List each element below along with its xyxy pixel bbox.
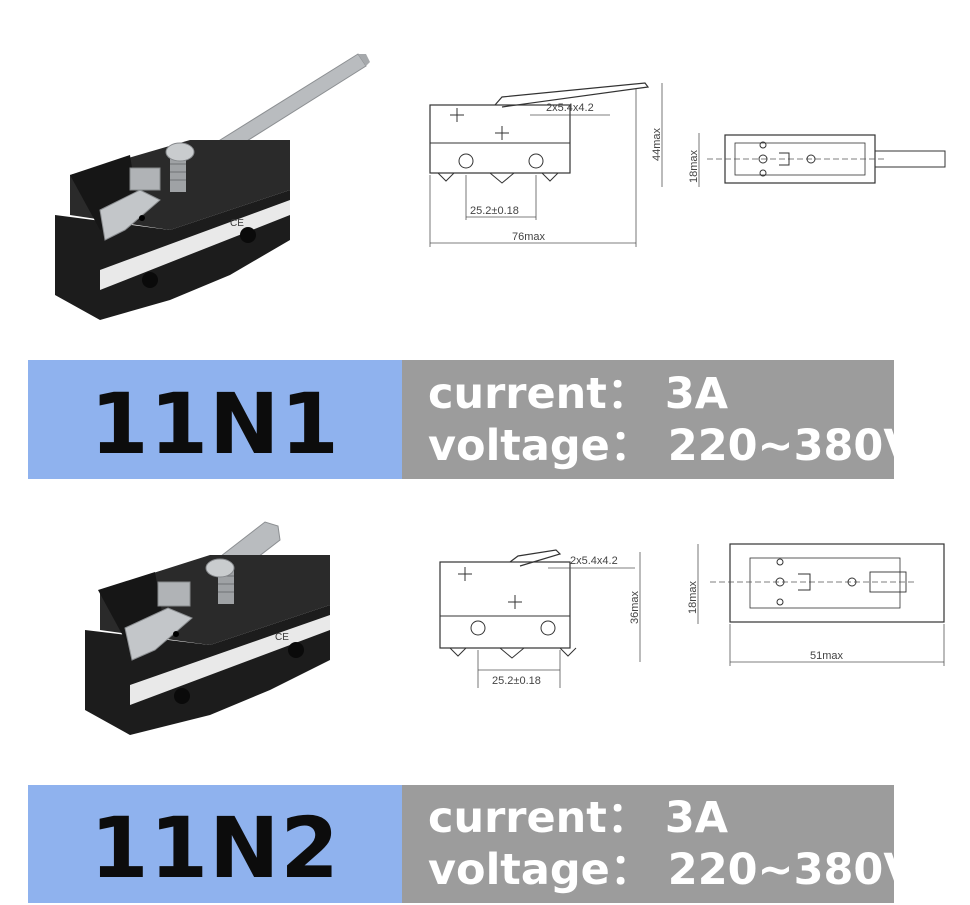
hole-dimension-label: 2x5.4x4.2 bbox=[546, 102, 594, 114]
dimension-drawing-side-view: 2x5.4x4.2 36max 25.2±0.18 bbox=[439, 549, 641, 688]
pitch-dimension-label: 25.2±0.18 bbox=[492, 675, 541, 687]
dimension-drawing-top-view: 18max 51max bbox=[687, 543, 945, 666]
hole-dimension-label: 2x5.4x4.2 bbox=[570, 555, 618, 567]
spec-box: current： 3A voltage： 220~380V bbox=[402, 360, 917, 479]
product-section-11n1: CE 2x5.4x4.2 44max 25.2±0.18 76max bbox=[28, 53, 946, 479]
spec-box: current： 3A voltage： 220~380V bbox=[402, 785, 917, 903]
dimension-drawing-top-view: 18max bbox=[688, 133, 946, 187]
voltage-rating: voltage： 220~380V bbox=[428, 845, 917, 895]
current-rating: current： 3A bbox=[428, 368, 729, 419]
height-dimension-label: 36max bbox=[629, 590, 641, 624]
switch-photo-long-lever: CE bbox=[55, 53, 370, 320]
spec-banner-11n2: 11N2 current： 3A voltage： 220~380V bbox=[28, 785, 917, 903]
length-dimension-label: 76max bbox=[512, 231, 546, 243]
width-dimension-label: 18max bbox=[687, 580, 699, 614]
spec-banner-11n1: 11N1 current： 3A voltage： 220~380V bbox=[28, 360, 917, 479]
voltage-rating: voltage： 220~380V bbox=[428, 420, 917, 471]
current-rating: current： 3A bbox=[428, 793, 729, 843]
height-dimension-label: 44max bbox=[651, 127, 663, 161]
svg-text:CE: CE bbox=[275, 632, 289, 643]
width-dimension-label: 18max bbox=[688, 149, 700, 183]
model-name: 11N2 bbox=[90, 799, 340, 897]
dimension-drawing-side-view: 2x5.4x4.2 44max 25.2±0.18 76max bbox=[429, 82, 663, 247]
pitch-dimension-label: 25.2±0.18 bbox=[470, 205, 519, 217]
switch-photo-short-lever: CE bbox=[85, 521, 330, 735]
model-name: 11N1 bbox=[90, 374, 340, 473]
svg-text:CE: CE bbox=[230, 218, 244, 229]
model-label-box: 11N2 bbox=[28, 785, 402, 903]
product-section-11n2: CE 2x5.4x4.2 36max 25.2±0.18 18max bbox=[0, 480, 970, 905]
model-label-box: 11N1 bbox=[28, 360, 402, 479]
length-dimension-label: 51max bbox=[810, 650, 844, 662]
